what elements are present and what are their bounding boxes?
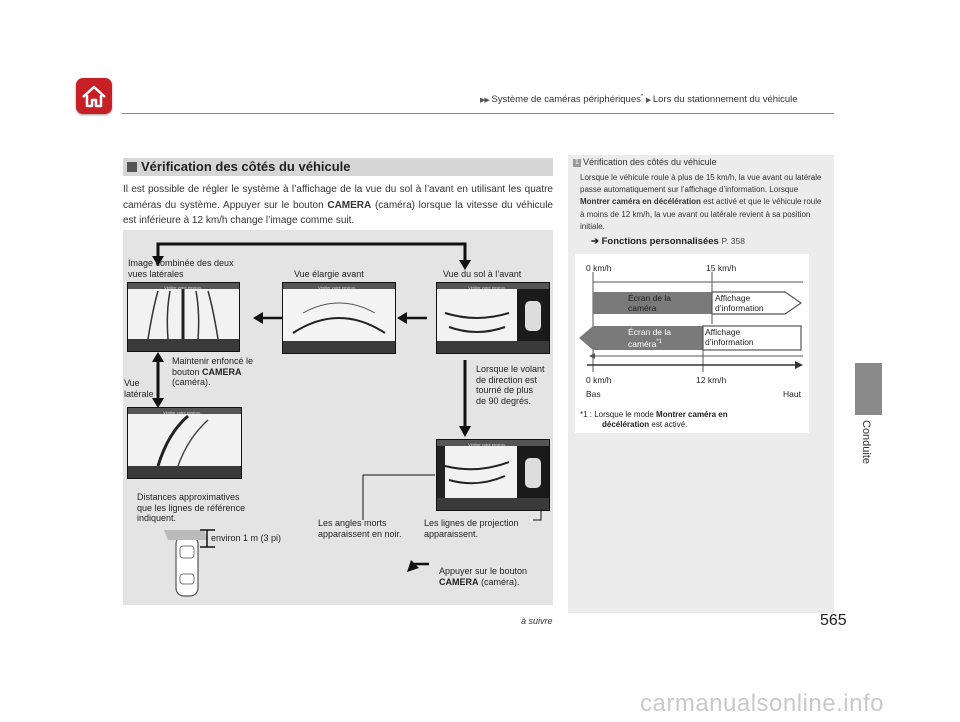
diag-bot-left: 0 km/h bbox=[586, 375, 612, 385]
figure-arrows bbox=[152, 242, 542, 597]
breadcrumb-arrow-icon: ▶ bbox=[645, 97, 651, 105]
arrow-down-icon bbox=[152, 398, 164, 408]
page-number: 565 bbox=[820, 612, 847, 629]
side-view-screen bbox=[127, 407, 242, 479]
diag-bot-mid: 12 km/h bbox=[696, 375, 727, 385]
speed-diagram-graphic bbox=[579, 272, 803, 372]
breadcrumb-arrow-icon: ▶▶ bbox=[480, 97, 490, 105]
paragraph-text-1: Il est possible de régler le système à l… bbox=[123, 184, 553, 211]
label-about-1m: environ 1 m (3 pi) bbox=[211, 533, 282, 543]
screen-caption: Vérifier votre environ. bbox=[468, 285, 507, 290]
header-rule bbox=[122, 113, 834, 114]
label-press-camera: Appuyer sur le bouton CAMERA (caméra). bbox=[439, 566, 528, 587]
arrow-left-icon bbox=[253, 312, 263, 324]
front-ground-view-screen bbox=[436, 282, 550, 354]
double-arrow-icon: ➔ bbox=[591, 236, 599, 247]
label-ground-view: Vue du sol à l’avant bbox=[443, 269, 522, 279]
custom-settings-link[interactable]: ➔ Fonctions personnalisées P. 358 bbox=[591, 236, 745, 247]
diag-top-left: 0 km/h bbox=[586, 263, 612, 273]
arrow-left-icon bbox=[397, 312, 407, 324]
combined-side-view-screen bbox=[127, 282, 240, 352]
sidebar-text: Lorsque le véhicule roule à plus de 15 k… bbox=[580, 173, 822, 231]
screen-caption: Vérifier votre environ. bbox=[164, 285, 203, 290]
section-heading: Vérification des côtés du véhicule bbox=[123, 158, 553, 176]
diag-low: Bas bbox=[586, 389, 601, 399]
sidebar-title-text: Vérification des côtés du véhicule bbox=[583, 157, 717, 167]
screen-caption: Vérifier votre environ. bbox=[468, 442, 507, 447]
home-icon bbox=[82, 85, 106, 108]
chapter-tab[interactable] bbox=[855, 363, 882, 415]
diag-top-right: 15 km/h bbox=[706, 263, 737, 273]
breadcrumb-link-2[interactable]: Lors du stationnement du véhicule bbox=[652, 94, 798, 106]
watermark: carmanualsonline.info bbox=[640, 690, 884, 717]
breadcrumb-sup: * bbox=[640, 94, 644, 100]
ground-view-projection-screen bbox=[436, 439, 550, 511]
wide-front-view-screen bbox=[282, 282, 396, 354]
arrow-down-icon bbox=[459, 426, 471, 437]
section-paragraph: Il est possible de régler le système à l… bbox=[123, 182, 553, 229]
label-wide-view: Vue élargie avant bbox=[294, 269, 364, 279]
camera-word: CAMERA bbox=[327, 199, 372, 211]
breadcrumb: ▶▶ Système de caméras périphériques* ▶ L… bbox=[480, 94, 798, 105]
screen-caption: Vérifier votre environ. bbox=[318, 285, 357, 290]
link-page: P. 358 bbox=[721, 236, 745, 246]
arrow-up-icon bbox=[152, 352, 164, 362]
paragraph-text-2: (caméra) lorsque la vitesse du véhicule … bbox=[123, 199, 553, 227]
heading-square-icon bbox=[127, 162, 137, 172]
arrow-down-icon bbox=[459, 260, 471, 270]
chapter-tab-label: Conduite bbox=[860, 420, 872, 465]
breadcrumb-link-1[interactable]: Système de caméras périphériques bbox=[491, 94, 641, 106]
note-number: 1 bbox=[573, 158, 581, 167]
screen-caption: Vérifier votre environ. bbox=[163, 410, 202, 415]
diag-footnote: *1 : Lorsque le mode Montrer caméra en d… bbox=[580, 410, 728, 429]
arrow-down-icon bbox=[152, 256, 164, 266]
section-title: Vérification des côtés du véhicule bbox=[141, 159, 351, 174]
home-button[interactable] bbox=[76, 78, 112, 114]
diag-high: Haut bbox=[783, 389, 801, 399]
continued-label: à suivre bbox=[521, 616, 553, 626]
label-hold-camera: Maintenir enfoncé le bouton CAMERA (camé… bbox=[172, 356, 254, 387]
arrow-left-icon bbox=[407, 560, 419, 572]
car-topview-icon bbox=[164, 530, 208, 597]
